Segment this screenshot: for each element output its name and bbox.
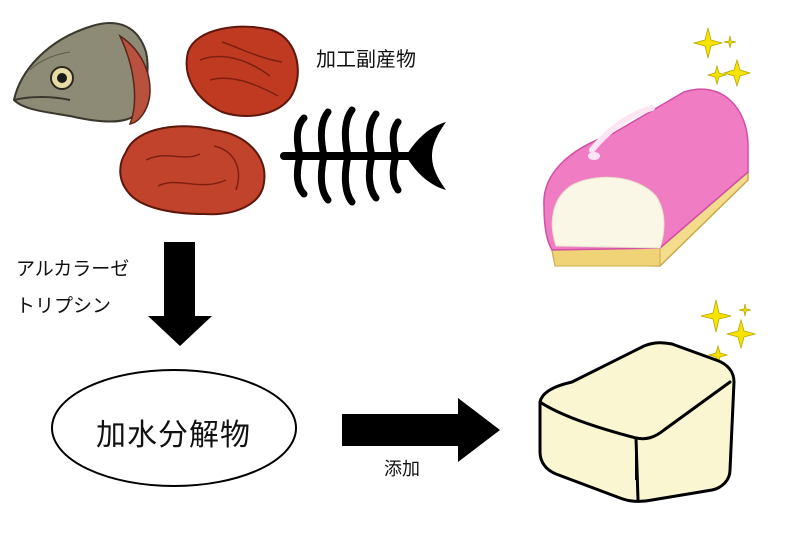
sparkle-icon [692, 27, 752, 88]
down-arrow-icon [148, 242, 212, 346]
tofu-image [538, 341, 736, 503]
hydrolysate-label: 加水分解物 [96, 418, 251, 453]
enzyme-trypsin-label: トリプシン [16, 295, 112, 317]
viscera-image [119, 125, 266, 216]
roe-organ-image [185, 25, 299, 117]
kamaboko-image [543, 88, 749, 267]
fishbone-icon [280, 106, 446, 206]
fish-head-image [12, 22, 151, 126]
addition-label: 添加 [384, 459, 420, 480]
sparkle-icon [700, 299, 757, 366]
byproducts-label: 加工副産物 [316, 47, 416, 71]
right-arrow-icon [342, 398, 500, 462]
enzyme-alcalase-label: アルカラーゼ [16, 258, 130, 280]
hydrolysate-ellipse [51, 369, 297, 487]
